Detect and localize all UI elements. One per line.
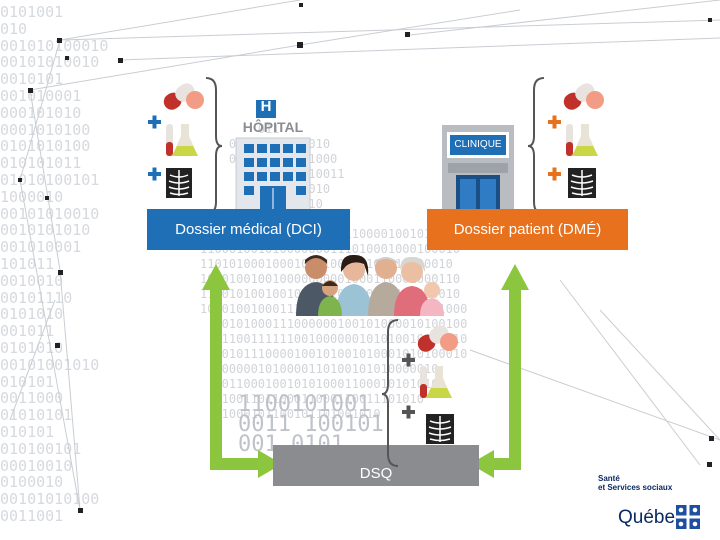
xray-icon — [166, 168, 192, 198]
hospital-sign: HÔPITAL — [242, 119, 304, 135]
dsq-bracket — [381, 319, 399, 467]
background-binary-left: 0101001 010 001010100010 00101010010 001… — [0, 3, 109, 525]
dme-medical-icons — [548, 80, 620, 210]
dci-box: Dossier médical (DCI) — [147, 209, 350, 250]
tablet-icon — [186, 91, 204, 109]
background-binary-large: 1100101001 0011 100101 001 0101 — [238, 392, 384, 457]
dci-icons-svg — [148, 83, 204, 198]
logo-line-2: et Services sociaux — [598, 483, 673, 492]
tablet-icon — [440, 333, 458, 351]
lab-flask-icon — [420, 366, 452, 398]
arrow-up-left — [202, 264, 230, 290]
hospital-building-icon: H HÔPITAL — [232, 98, 314, 211]
family-group-icon — [294, 250, 446, 316]
plus-icon-2 — [402, 405, 415, 419]
plus-icon-1 — [148, 115, 161, 129]
dci-bracket — [205, 77, 223, 215]
fleurdelise-flag-icon — [676, 505, 700, 529]
xray-icon — [568, 168, 596, 198]
clinic-building-icon: CLINIQUE — [442, 125, 514, 210]
plus-icon-1 — [548, 115, 561, 129]
lab-flask-icon — [166, 124, 198, 156]
arrow-left-dsq — [470, 450, 494, 478]
arrow-up-right — [501, 264, 529, 290]
dme-box: Dossier patient (DMÉ) — [427, 209, 628, 250]
logo-line-3: Québec — [618, 507, 685, 528]
dsq-box: DSQ — [273, 445, 479, 486]
arrow-right-dsq — [258, 450, 282, 478]
tablet-icon — [586, 91, 604, 109]
dme-bracket — [527, 77, 545, 215]
plus-icon-1 — [402, 353, 415, 367]
quebec-logo: Santé et Services sociaux Québec — [596, 474, 716, 530]
hospital-h-sign: H — [260, 98, 272, 115]
dsq-medical-icons — [400, 322, 470, 452]
plus-icon-2 — [148, 167, 161, 181]
logo-line-1: Santé — [598, 474, 620, 483]
lab-flask-icon — [566, 124, 598, 156]
xray-icon — [426, 414, 454, 444]
clinic-sign: CLINIQUE — [454, 139, 502, 150]
plus-icon-2 — [548, 167, 561, 181]
dci-medical-icons — [148, 80, 220, 210]
